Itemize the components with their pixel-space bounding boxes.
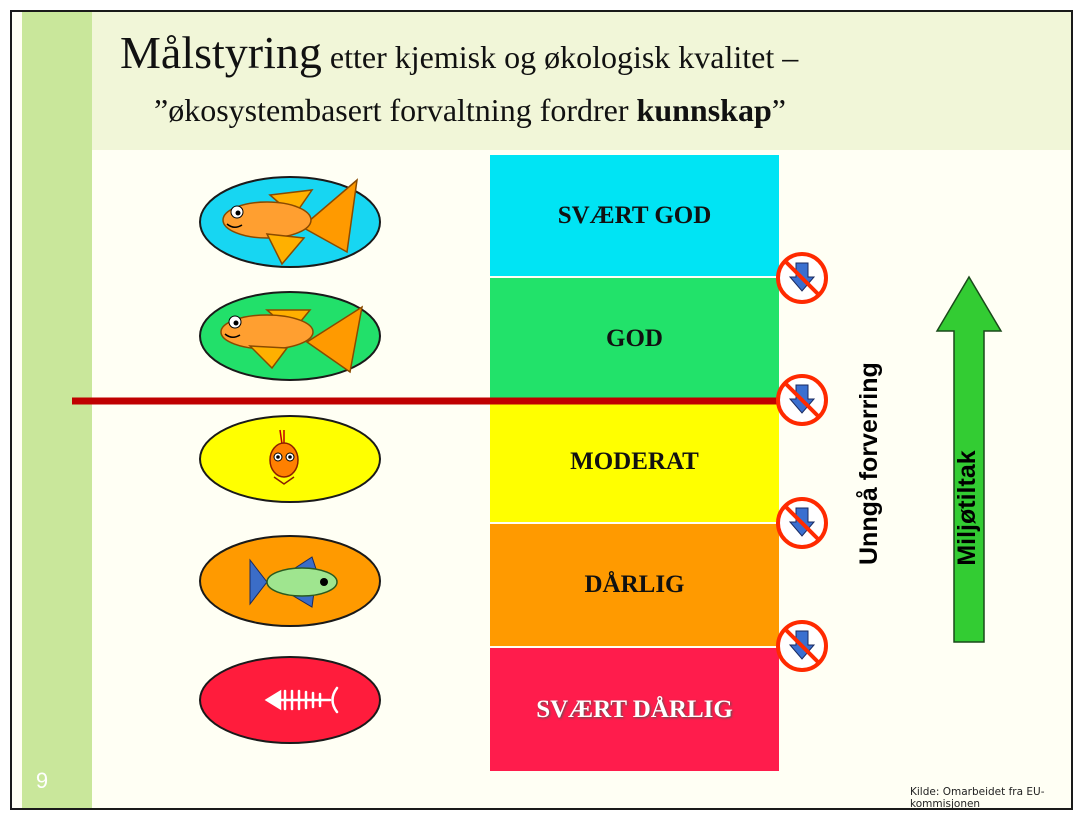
no-worsening-icon	[776, 252, 828, 304]
healthy-fish-icon	[220, 305, 364, 374]
slide-subtitle: ”økosystembasert forvaltning fordrer kun…	[154, 92, 786, 129]
no-worsening-icon	[776, 497, 828, 549]
oval-good	[199, 291, 381, 381]
level-very-good: SVÆRT GOD	[490, 155, 779, 276]
no-worsening-icon	[776, 620, 828, 672]
oval-moderate	[199, 415, 381, 503]
header-band	[92, 12, 1071, 150]
level-moderate: MODERAT	[490, 401, 779, 522]
oval-very-good	[199, 176, 381, 268]
measures-label: Miljøtiltak	[953, 450, 981, 566]
no-worsening-label: Unngå forverring	[855, 362, 883, 565]
source-note: Kilde: Omarbeidet fra EU-kommisjonen	[910, 786, 1045, 810]
subtitle-end: ”	[771, 92, 786, 128]
fish-skeleton-icon	[264, 686, 339, 714]
sick-fish-icon	[249, 556, 338, 608]
diagram-graphics	[72, 176, 1003, 744]
slide: 9 Målstyring etter kjemisk og økologisk …	[10, 10, 1073, 810]
healthy-fish-icon	[222, 178, 359, 266]
title-emphasis: Målstyring	[120, 27, 322, 78]
subtitle-keyword: kunnskap	[636, 92, 772, 128]
level-good: GOD	[490, 278, 779, 399]
title-rest: etter kjemisk og økologisk kvalitet –	[321, 39, 799, 75]
oval-poor	[199, 535, 381, 627]
sidebar-strip	[22, 12, 92, 808]
no-worsening-icon	[776, 374, 828, 426]
oval-very-poor	[199, 656, 381, 744]
up-arrow-icon	[935, 275, 1003, 643]
level-poor: DÅRLIG	[490, 524, 779, 646]
page-number: 9	[35, 768, 49, 793]
level-very-poor: SVÆRT DÅRLIG	[490, 648, 779, 771]
subtitle-start: ”økosystembasert forvaltning fordrer	[154, 92, 637, 128]
small-fish-icon	[269, 429, 299, 485]
slide-title: Målstyring etter kjemisk og økologisk kv…	[120, 26, 798, 79]
